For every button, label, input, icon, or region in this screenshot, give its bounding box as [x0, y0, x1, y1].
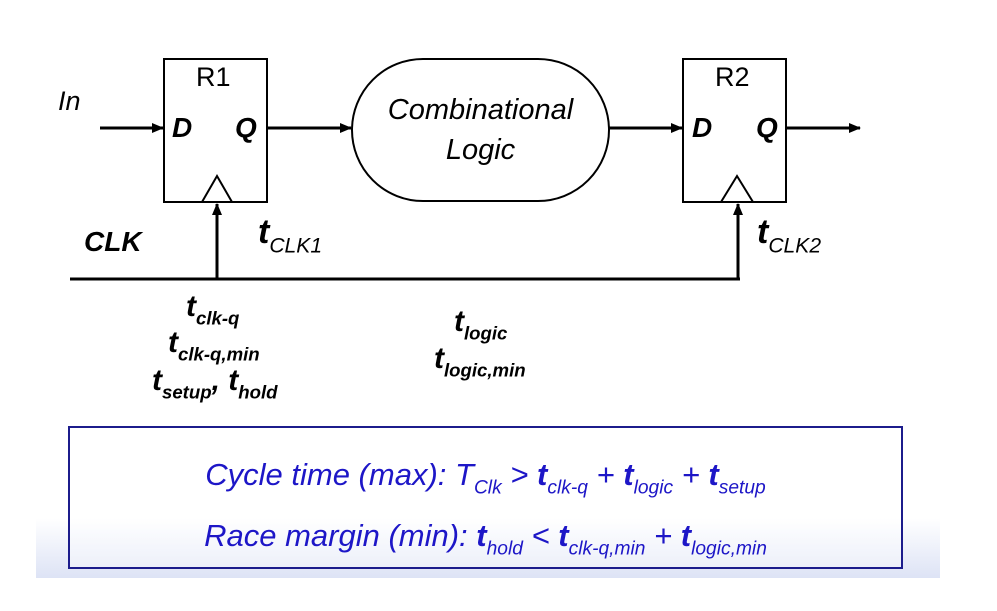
r2-name-label: R2 — [715, 62, 750, 92]
r2-d-label: D — [692, 112, 713, 143]
t-setup-hold-label: tsetup, thold — [152, 364, 278, 403]
t-clk-q-label: tclk-q — [186, 290, 240, 329]
background-gradient-band — [36, 486, 940, 578]
clk-label: CLK — [84, 226, 142, 257]
r2-q-label: Q — [756, 112, 778, 143]
combinational-logic-block — [351, 58, 610, 202]
r1-clock-triangle — [201, 173, 233, 203]
r1-d-label: D — [172, 112, 193, 143]
r2-clock-triangle — [720, 174, 754, 203]
r1-name-label: R1 — [196, 62, 231, 92]
cycle-time-equation: Cycle time (max): TClk > tclk-q + tlogic… — [205, 457, 766, 499]
t-clk1-label: tCLK1 — [258, 213, 323, 258]
formula-box: Cycle time (max): TClk > tclk-q + tlogic… — [68, 426, 903, 569]
logic-label-line2: Logic — [445, 134, 516, 166]
t-clk2-label: tCLK2 — [757, 213, 822, 258]
in-label: In — [58, 86, 81, 116]
t-clk-q-min-label: tclk-q,min — [168, 326, 260, 365]
race-margin-equation: Race margin (min): thold < tclk-q,min + … — [204, 518, 767, 560]
t-logic-min-label: tlogic,min — [434, 342, 526, 381]
t-logic-label: tlogic — [454, 305, 508, 344]
t-setup-label: tsetup — [152, 364, 212, 403]
r1-q-label: Q — [235, 112, 257, 143]
logic-label-line1: Combinational — [387, 94, 574, 126]
t-hold-label: thold — [228, 364, 278, 403]
